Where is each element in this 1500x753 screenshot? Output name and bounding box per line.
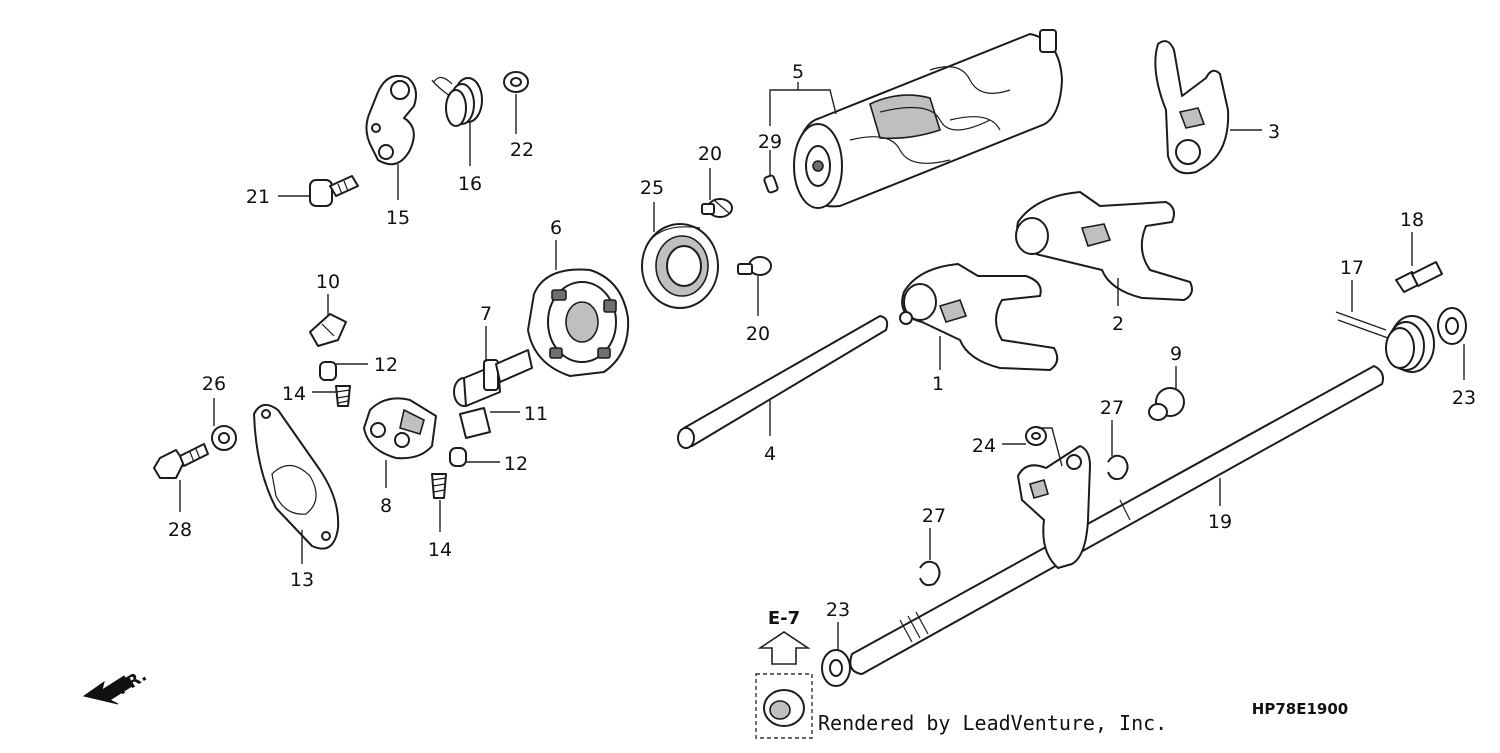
- part-27-clip-upper: [1107, 454, 1129, 481]
- callout-3: 3: [1268, 121, 1280, 143]
- part-24-bolt: [1025, 426, 1047, 446]
- reference-collar: [755, 673, 813, 739]
- part-22-washer: [503, 71, 529, 93]
- callout-14-lower: 14: [428, 539, 452, 561]
- reference-box: [755, 673, 813, 739]
- callout-11: 11: [524, 403, 548, 425]
- callout-12-upper: 12: [374, 354, 398, 376]
- callout-25: 25: [640, 177, 664, 199]
- callout-13: 13: [290, 569, 314, 591]
- part-18-pin-bolt: [1395, 261, 1443, 293]
- callout-8: 8: [380, 495, 392, 517]
- part-2-shift-fork: [1015, 191, 1193, 301]
- callout-28: 28: [168, 519, 192, 541]
- callout-27-lower: 27: [922, 505, 946, 527]
- part-20-bolt-upper: [701, 198, 733, 218]
- callout-16: 16: [458, 173, 482, 195]
- callout-2: 2: [1112, 313, 1124, 335]
- part-14-spring-upper: [335, 385, 351, 407]
- part-12-plunger-upper: [319, 361, 337, 381]
- callout-10: 10: [316, 271, 340, 293]
- callout-7: 7: [480, 303, 492, 325]
- part-17-return-spring: [1335, 311, 1435, 373]
- callout-18: 18: [1400, 209, 1424, 231]
- callout-4: 4: [764, 443, 776, 465]
- part-27-clip-lower: [919, 560, 941, 587]
- callout-20-upper: 20: [698, 143, 722, 165]
- part-3-shift-fork: [1154, 40, 1230, 175]
- callout-24: 24: [972, 435, 996, 457]
- credit-text: Rendered by LeadVenture, Inc.: [818, 711, 1167, 735]
- drawing-code: HP78E1900: [1252, 700, 1348, 718]
- part-29-pin: [763, 174, 779, 194]
- part-20-bolt-lower: [737, 256, 772, 276]
- part-14-spring-lower: [431, 473, 447, 499]
- part-11-block: [459, 407, 491, 439]
- callout-27-upper: 27: [1100, 397, 1124, 419]
- part-4-fork-shaft: [677, 315, 889, 449]
- callout-22: 22: [510, 139, 534, 161]
- part-7-stopper-shaft: [453, 349, 533, 407]
- callout-17: 17: [1340, 257, 1364, 279]
- part-13-gasket: [253, 403, 340, 550]
- callout-19: 19: [1208, 511, 1232, 533]
- callout-23-left: 23: [826, 599, 850, 621]
- part-21-bolt: [309, 175, 359, 207]
- callout-1: 1: [932, 373, 944, 395]
- part-1-shift-fork: [899, 263, 1059, 371]
- callout-15: 15: [386, 207, 410, 229]
- callout-12-lower: 12: [504, 453, 528, 475]
- reference-label: E-7: [768, 608, 800, 629]
- leader-lines: [179, 82, 1465, 650]
- part-6-drum-center: [527, 268, 630, 377]
- part-8-cam: [363, 397, 437, 460]
- reference-arrow-icon: [757, 631, 811, 665]
- part-23-washer-left: [821, 649, 851, 687]
- part-23-washer-right: [1437, 307, 1467, 345]
- callout-5: 5: [792, 61, 804, 83]
- callout-labels: 1 2 3 4 5 6 7 8 9 10 11 12 12 13 14 14 1…: [168, 61, 1476, 621]
- part-12-plunger-lower: [449, 447, 467, 467]
- part-28-bolt: [153, 443, 209, 479]
- callout-9: 9: [1170, 343, 1182, 365]
- callout-26: 26: [202, 373, 226, 395]
- part-25-bearing: [641, 223, 719, 309]
- callout-6: 6: [550, 217, 562, 239]
- callout-29: 29: [758, 131, 782, 153]
- part-5-shift-drum: [793, 29, 1063, 209]
- front-arrow-icon: [82, 675, 133, 705]
- part-26-collar: [211, 425, 237, 451]
- callout-14-upper: 14: [282, 383, 306, 405]
- part-10-stopper: [309, 313, 347, 347]
- callout-20-lower: 20: [746, 323, 770, 345]
- part-15-plate: [365, 74, 417, 166]
- part-9-bolt: [1148, 387, 1185, 421]
- callout-23-right: 23: [1452, 387, 1476, 409]
- callout-21: 21: [246, 186, 270, 208]
- part-16-spring: [431, 76, 483, 127]
